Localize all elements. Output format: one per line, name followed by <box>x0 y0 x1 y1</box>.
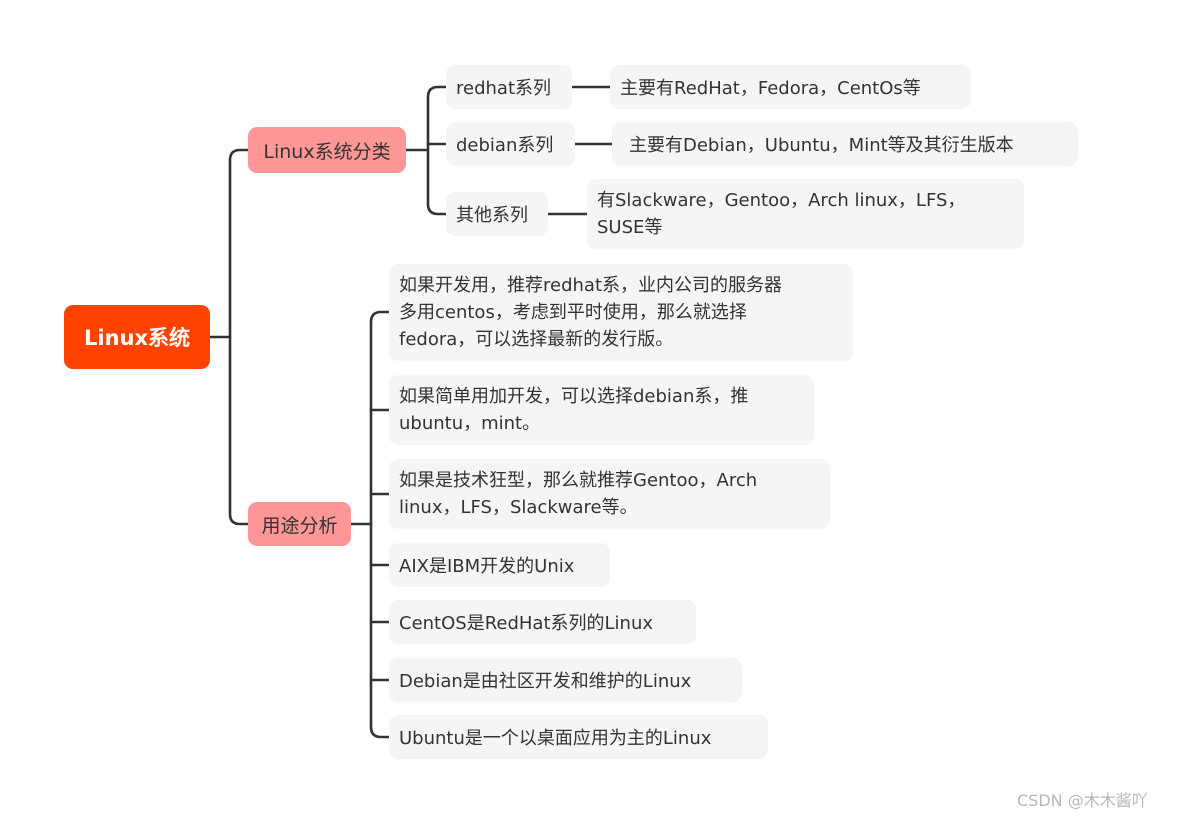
usage-item-line: 如果开发用，推荐redhat系，业内公司的服务器 <box>399 275 782 296</box>
usage-item-line: 多用centos，考虑到平时使用，那么就选择 <box>399 302 747 323</box>
detail-other-line: 有Slackware，Gentoo，Arch linux，LFS， <box>597 190 966 211</box>
branch-other-label: 其他系列 <box>456 205 528 226</box>
root-label: Linux系统 <box>83 326 191 350</box>
usage-item-line: 如果是技术狂型，那么就推荐Gentoo，Arch <box>399 470 758 491</box>
usage-item[interactable]: 如果开发用，推荐redhat系，业内公司的服务器 多用centos，考虑到平时使… <box>389 264 853 361</box>
branch-debian[interactable]: debian系列 <box>446 122 575 166</box>
category-classification-label: Linux系统分类 <box>263 140 391 163</box>
detail-other-line: SUSE等 <box>597 217 663 238</box>
branch-debian-label: debian系列 <box>456 135 554 156</box>
detail-other[interactable]: 有Slackware，Gentoo，Arch linux，LFS， SUSE等 <box>587 179 1024 249</box>
category-classification[interactable]: Linux系统分类 <box>248 127 406 173</box>
detail-redhat[interactable]: 主要有RedHat，Fedora，CentOs等 <box>610 65 971 109</box>
usage-item[interactable]: CentOS是RedHat系列的Linux <box>389 600 696 644</box>
root-node[interactable]: Linux系统 <box>64 305 210 369</box>
usage-item-line: linux，LFS，Slackware等。 <box>399 497 638 518</box>
usage-item-text: Ubuntu是一个以桌面应用为主的Linux <box>399 728 712 749</box>
category-usage[interactable]: 用途分析 <box>248 502 351 546</box>
usage-item[interactable]: AIX是IBM开发的Unix <box>389 543 610 587</box>
usage-item-text: Debian是由社区开发和维护的Linux <box>399 671 692 692</box>
usage-item[interactable]: Ubuntu是一个以桌面应用为主的Linux <box>389 715 768 759</box>
branch-redhat-label: redhat系列 <box>456 78 552 99</box>
branch-redhat[interactable]: redhat系列 <box>446 65 572 109</box>
detail-debian-text: 主要有Debian，Ubuntu，Mint等及其衍生版本 <box>629 135 1014 156</box>
usage-item-text: CentOS是RedHat系列的Linux <box>399 613 654 634</box>
usage-item[interactable]: 如果简单用加开发，可以选择debian系，推 ubuntu，mint。 <box>389 375 814 445</box>
branch-other[interactable]: 其他系列 <box>446 192 548 236</box>
category-usage-label: 用途分析 <box>261 514 338 537</box>
usage-item-line: ubuntu，mint。 <box>399 413 541 434</box>
usage-item-text: AIX是IBM开发的Unix <box>399 556 575 577</box>
watermark: CSDN @木木酱吖 <box>1017 791 1148 810</box>
usage-item-line: fedora，可以选择最新的发行版。 <box>399 329 674 350</box>
detail-debian[interactable]: 主要有Debian，Ubuntu，Mint等及其衍生版本 <box>612 122 1078 166</box>
usage-item-line: 如果简单用加开发，可以选择debian系，推 <box>399 386 749 407</box>
usage-item[interactable]: Debian是由社区开发和维护的Linux <box>389 658 742 702</box>
detail-redhat-text: 主要有RedHat，Fedora，CentOs等 <box>620 78 921 99</box>
usage-item[interactable]: 如果是技术狂型，那么就推荐Gentoo，Arch linux，LFS，Slack… <box>389 459 830 529</box>
